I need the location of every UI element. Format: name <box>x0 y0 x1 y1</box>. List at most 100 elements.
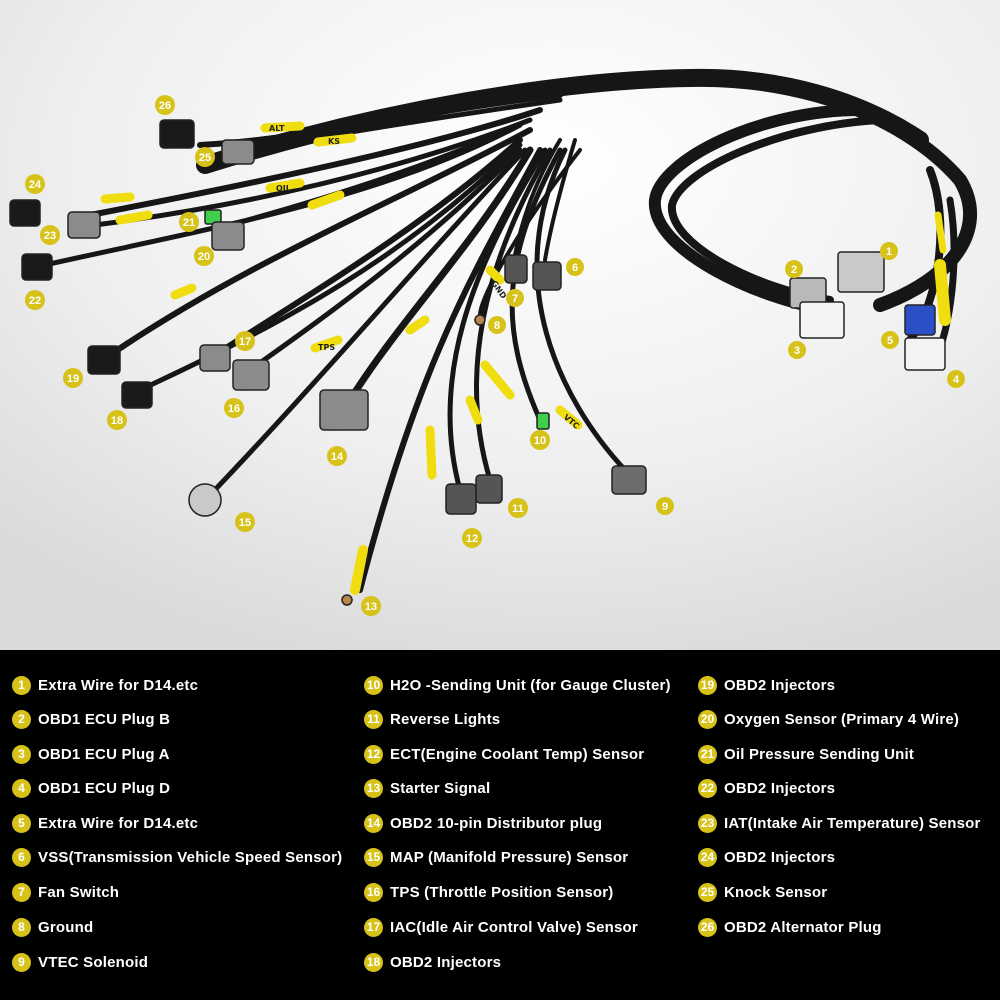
alternator-plug-connector <box>159 119 195 149</box>
iat-connector <box>67 211 101 239</box>
legend-number: 5 <box>12 813 31 833</box>
legend-number: 23 <box>698 813 717 833</box>
legend-label: OBD1 ECU Plug B <box>38 710 171 728</box>
wire-harness-photo: ALT KS OIL GND TPS VTC <box>0 0 1000 650</box>
iac-connector <box>199 344 231 372</box>
legend-label: Extra Wire for D14.etc <box>38 814 199 832</box>
legend-label: OBD2 Injectors <box>724 779 836 797</box>
fan-switch-connector <box>504 254 528 284</box>
svg-text:OIL: OIL <box>276 184 291 193</box>
legend-label: VSS(Transmission Vehicle Speed Sensor) <box>38 848 343 866</box>
legend-label: MAP (Manifold Pressure) Sensor <box>390 848 629 866</box>
blue-connector <box>904 304 936 336</box>
legend-number: 10 <box>364 675 383 695</box>
svg-text:10: 10 <box>534 435 546 447</box>
svg-text:23: 23 <box>44 230 56 242</box>
svg-text:8: 8 <box>494 320 500 332</box>
injector-18-connector <box>121 381 153 409</box>
legend-label: Extra Wire for D14.etc <box>38 676 199 694</box>
legend-number: 20 <box>698 709 717 729</box>
legend-label: OBD1 ECU Plug D <box>38 779 171 797</box>
yellow-sleeves <box>100 121 951 595</box>
svg-text:12: 12 <box>466 533 478 545</box>
legend-number: 13 <box>364 778 383 798</box>
legend-number: 14 <box>364 813 383 833</box>
svg-text:20: 20 <box>198 251 210 263</box>
photo-marker-25: 25 <box>195 147 215 167</box>
svg-text:7: 7 <box>512 293 518 305</box>
photo-marker-6: 6 <box>566 258 584 276</box>
injector-19-connector <box>87 345 121 375</box>
legend-item: 7 Fan Switch <box>12 880 119 904</box>
legend-item: 18 OBD2 Injectors <box>364 950 501 974</box>
legend-number: 6 <box>12 847 31 867</box>
photo-marker-22: 22 <box>25 290 45 310</box>
knock-sensor-connector <box>221 139 255 165</box>
svg-text:13: 13 <box>365 601 377 613</box>
legend-number: 4 <box>12 778 31 798</box>
legend-number: 12 <box>364 744 383 764</box>
photo-marker-16: 16 <box>224 398 244 418</box>
vss-connector <box>532 261 562 291</box>
legend-number: 15 <box>364 847 383 867</box>
legend-number: 25 <box>698 882 717 902</box>
photo-marker-17: 17 <box>235 331 255 351</box>
legend-number: 18 <box>364 952 383 972</box>
legend-item: 6 VSS(Transmission Vehicle Speed Sensor) <box>12 845 342 869</box>
map-sensor-connector <box>188 483 222 517</box>
legend-number: 2 <box>12 709 31 729</box>
svg-text:11: 11 <box>512 503 524 515</box>
legend-number: 11 <box>364 709 383 729</box>
legend-number: 7 <box>12 882 31 902</box>
legend-label: OBD2 Injectors <box>390 953 502 971</box>
legend-label: Ground <box>38 918 94 936</box>
ect-sensor-connector <box>445 483 477 515</box>
ecu-plug-d-connector <box>904 337 946 371</box>
legend-label: OBD1 ECU Plug A <box>38 745 170 763</box>
photo-marker-14: 14 <box>327 446 347 466</box>
photo-marker-26: 26 <box>155 95 175 115</box>
legend-item: 20 Oxygen Sensor (Primary 4 Wire) <box>698 707 959 731</box>
legend-number: 1 <box>12 675 31 695</box>
legend-label: VTEC Solenoid <box>38 953 149 971</box>
reverse-lights-connector <box>475 474 503 504</box>
photo-marker-15: 15 <box>235 512 255 532</box>
legend-item: 4 OBD1 ECU Plug D <box>12 776 170 800</box>
ecu-plug-a-connector <box>799 301 845 339</box>
photo-marker-23: 23 <box>40 225 60 245</box>
photo-marker-11: 11 <box>508 498 528 518</box>
svg-text:KS: KS <box>328 137 340 146</box>
svg-text:14: 14 <box>331 451 344 463</box>
svg-text:18: 18 <box>111 415 123 427</box>
legend-item: 15 MAP (Manifold Pressure) Sensor <box>364 845 628 869</box>
photo-marker-4: 4 <box>947 370 965 388</box>
svg-text:24: 24 <box>29 179 42 191</box>
injector-22-connector <box>21 253 53 281</box>
legend-item: 12 ECT(Engine Coolant Temp) Sensor <box>364 742 644 766</box>
photo-marker-21: 21 <box>179 212 199 232</box>
connectors <box>9 119 946 606</box>
legend-item: 5 Extra Wire for D14.etc <box>12 811 198 835</box>
legend-number: 26 <box>698 917 717 937</box>
legend-label: Fan Switch <box>38 883 120 901</box>
photo-marker-1: 1 <box>880 242 898 260</box>
svg-text:21: 21 <box>183 217 195 229</box>
legend-number: 21 <box>698 744 717 764</box>
legend-label: Oxygen Sensor (Primary 4 Wire) <box>724 710 960 728</box>
legend-label: Reverse Lights <box>390 710 501 728</box>
legend-label: TPS (Throttle Position Sensor) <box>390 883 614 901</box>
legend-label: OBD2 Injectors <box>724 848 836 866</box>
legend-label: ECT(Engine Coolant Temp) Sensor <box>390 745 645 763</box>
legend-item: 2 OBD1 ECU Plug B <box>12 707 170 731</box>
photo-markers: 1 2 3 4 5 6 7 8 9 10 11 12 13 14 15 16 1… <box>25 95 965 616</box>
